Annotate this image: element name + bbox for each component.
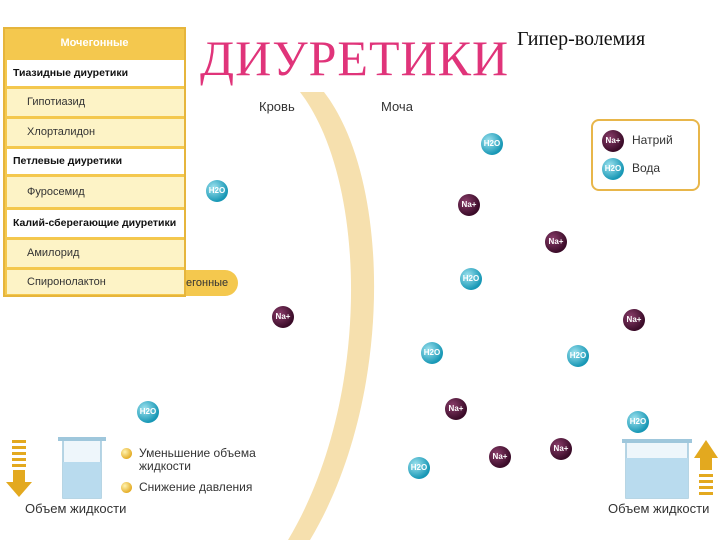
drug-spironolactone: Спиронолактон [7, 270, 184, 294]
drug-furosemide: Фуросемид [7, 177, 184, 207]
water-molecule: H2O [408, 457, 430, 479]
water-molecule: H2O [137, 401, 159, 423]
effect-bullet [121, 448, 132, 459]
legend-water-label: Вода [632, 161, 661, 175]
legend-water-icon: H2O [602, 158, 624, 180]
water-molecule: H2O [421, 342, 443, 364]
sodium-molecule: Na+ [458, 194, 480, 216]
diuretics-tab: егонные [180, 270, 238, 296]
drug-hypothiazide: Гипотиазид [7, 89, 184, 116]
left-beaker [58, 437, 106, 499]
category-potassium-sparing: Калий-сберегающие диуретики [7, 210, 184, 237]
right-beaker-caption: Объем жидкости [608, 501, 710, 516]
water-molecule: H2O [481, 133, 503, 155]
left-beaker-caption: Объем жидкости [25, 501, 127, 516]
right-arrow-up [694, 440, 718, 495]
legend [591, 119, 700, 191]
water-molecule: H2O [206, 180, 228, 202]
panel-header: Мочегонные [60, 37, 129, 49]
category-thiazide: Тиазидные диуретики [7, 60, 184, 86]
sodium-molecule: Na+ [623, 309, 645, 331]
effect-pressure-decrease: Снижение давления [139, 480, 253, 494]
sodium-molecule: Na+ [489, 446, 511, 468]
drug-amiloride: Амилорид [7, 240, 184, 267]
water-molecule: H2O [627, 411, 649, 433]
sodium-molecule: Na+ [272, 306, 294, 328]
sodium-molecule: Na+ [545, 231, 567, 253]
effect-volume-decrease: Уменьшение объема жидкости [139, 446, 256, 473]
urine-label: Моча [381, 99, 413, 114]
effect-bullet [121, 482, 132, 493]
drug-chlorthalidone: Хлорталидон [7, 119, 184, 146]
left-arrow-down [6, 440, 32, 497]
legend-sodium-label: Натрий [632, 133, 673, 147]
slide-subtitle: Гипер-волемия [517, 28, 646, 50]
legend-sodium-icon: Na+ [602, 130, 624, 152]
diuretics-panel: Мочегонные Тиазидные диуретики Гипотиази… [3, 27, 186, 297]
slide-title: ДИУРЕТИКИ [200, 30, 510, 86]
category-loop: Петлевые диуретики [7, 149, 184, 174]
water-molecule: H2O [460, 268, 482, 290]
right-beaker [622, 439, 692, 499]
sodium-molecule: Na+ [550, 438, 572, 460]
sodium-molecule: Na+ [445, 398, 467, 420]
water-molecule: H2O [567, 345, 589, 367]
membrane-arc [288, 92, 375, 540]
blood-label: Кровь [259, 99, 295, 114]
